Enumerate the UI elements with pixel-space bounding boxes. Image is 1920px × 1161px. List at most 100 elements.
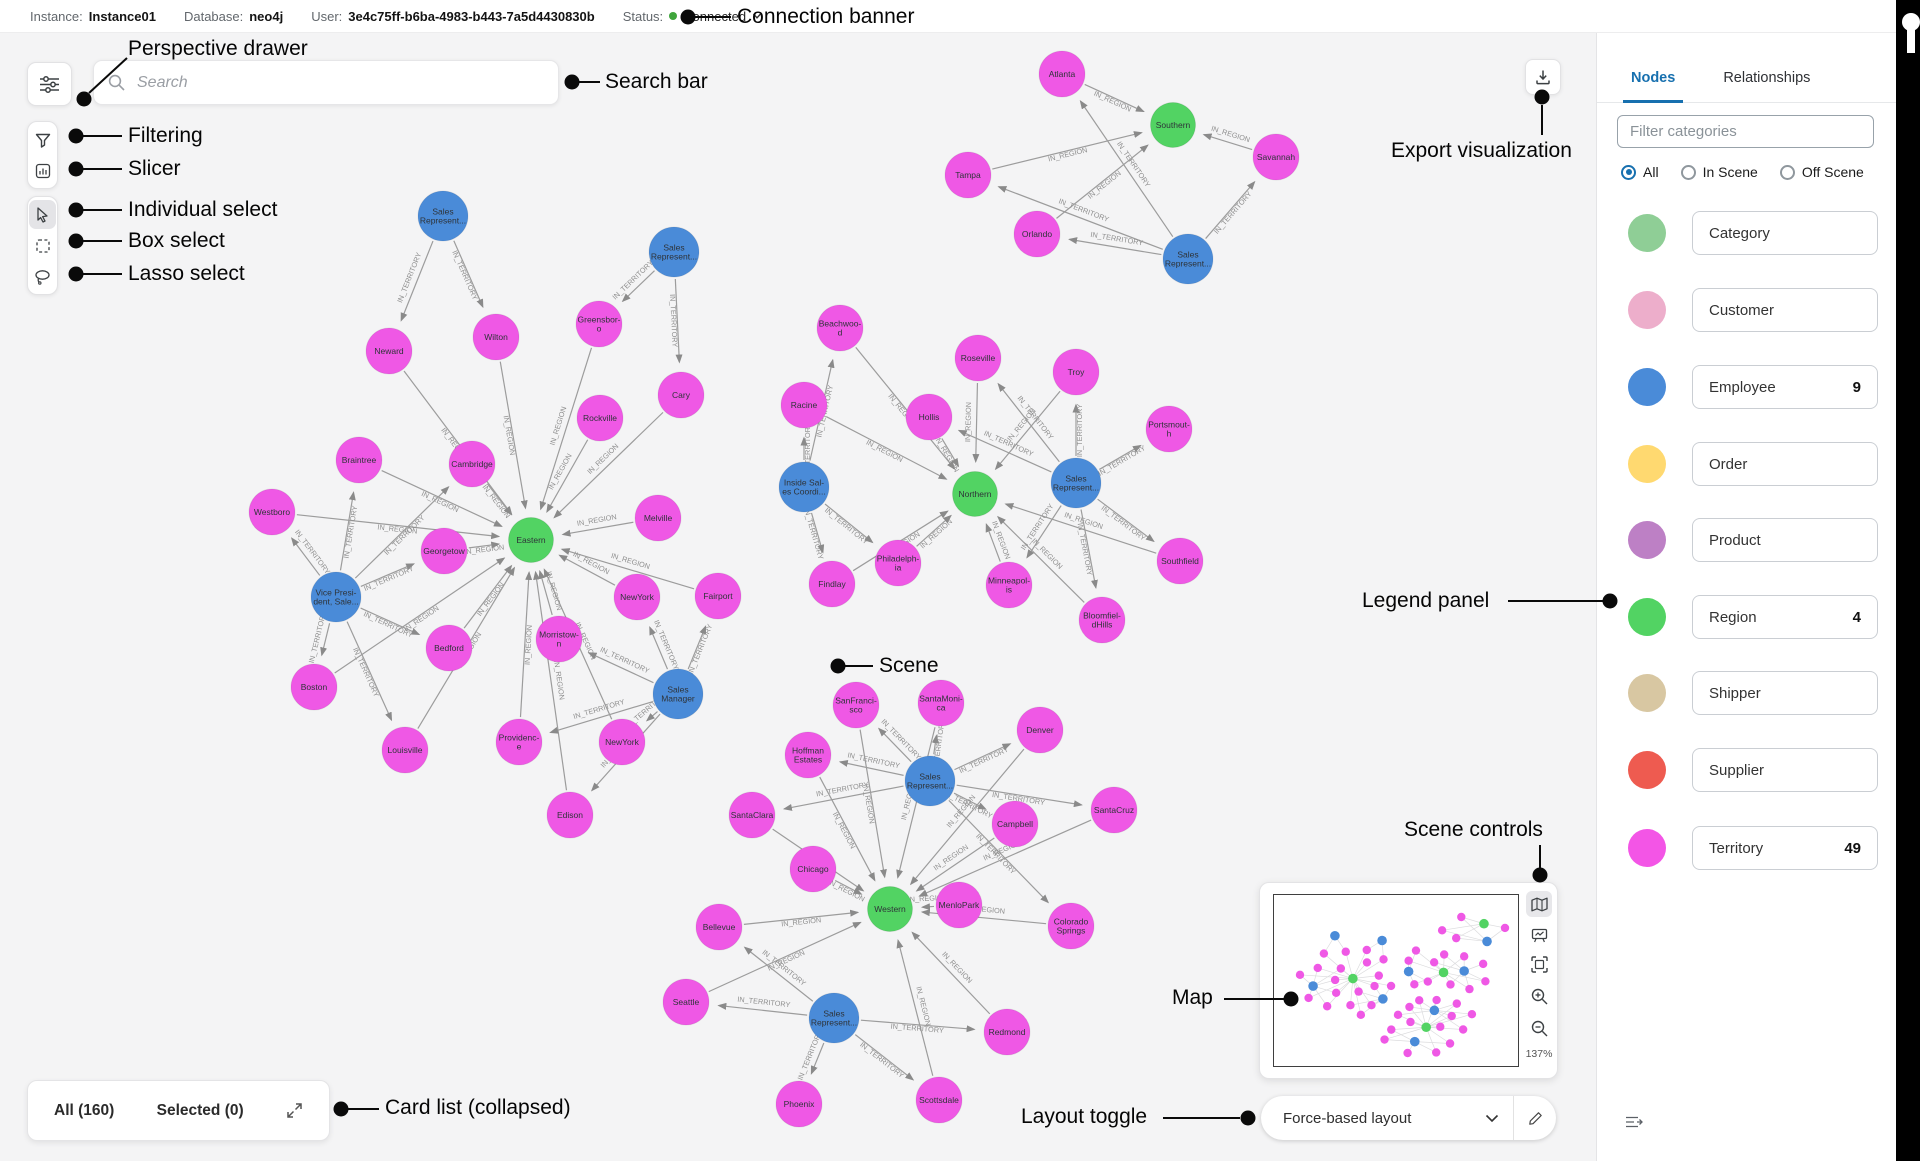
search-bar[interactable]	[93, 60, 559, 105]
filtering-button[interactable]	[29, 125, 56, 154]
graph-node-santaclara[interactable]: SantaClara	[728, 791, 776, 839]
presentation-mode-button[interactable]	[1526, 922, 1552, 948]
category-label-box[interactable]: Product	[1692, 518, 1878, 562]
slicer-button[interactable]	[29, 156, 56, 185]
graph-node-southern[interactable]: Southern	[1150, 102, 1196, 148]
category-color-swatch[interactable]	[1628, 521, 1666, 559]
zoom-out-button[interactable]	[1526, 1015, 1552, 1041]
category-color-swatch[interactable]	[1628, 291, 1666, 329]
edit-layout-button[interactable]	[1514, 1111, 1556, 1126]
graph-node-racine[interactable]: Racine	[780, 381, 828, 429]
category-color-swatch[interactable]	[1628, 674, 1666, 712]
graph-node-savannah[interactable]: Savannah	[1252, 133, 1300, 181]
category-label-box[interactable]: Supplier	[1692, 748, 1878, 792]
graph-node-westboro[interactable]: Westboro	[248, 488, 296, 536]
category-label-box[interactable]: Customer	[1692, 288, 1878, 332]
graph-node-philadelph-ia[interactable]: Philadelph-ia	[874, 539, 922, 587]
graph-node-newyork[interactable]: NewYork	[598, 718, 646, 766]
category-label-box[interactable]: Category	[1692, 211, 1878, 255]
graph-node-denver[interactable]: Denver	[1016, 706, 1064, 754]
legend-item-order[interactable]: Order	[1597, 442, 1896, 486]
graph-node-portsmout-h[interactable]: Portsmout-h	[1145, 405, 1193, 453]
filter-categories-input[interactable]	[1617, 115, 1874, 148]
category-color-swatch[interactable]	[1628, 368, 1666, 406]
graph-node-fairport[interactable]: Fairport	[694, 572, 742, 620]
status-info[interactable]: Status: Connected	[623, 9, 762, 24]
graph-node-cary[interactable]: Cary	[657, 371, 705, 419]
fit-to-screen-button[interactable]	[1526, 951, 1552, 977]
chevron-down-icon[interactable]	[1485, 1114, 1513, 1123]
chevron-down-icon[interactable]	[752, 11, 762, 21]
radio-all[interactable]: All	[1621, 164, 1659, 180]
category-color-swatch[interactable]	[1628, 598, 1666, 636]
graph-node-sanfranci-sco[interactable]: SanFranci-sco	[832, 681, 880, 729]
graph-node-western[interactable]: Western	[867, 886, 913, 932]
graph-node-eastern[interactable]: Eastern	[508, 517, 554, 563]
graph-node-melville[interactable]: Melville	[634, 494, 682, 542]
legend-item-customer[interactable]: Customer	[1597, 288, 1896, 332]
tab-nodes[interactable]: Nodes	[1622, 70, 1684, 103]
card-list-selected-tab[interactable]: Selected (0)	[156, 1101, 244, 1119]
graph-node-bedford[interactable]: Bedford	[425, 624, 473, 672]
graph-node-tampa[interactable]: Tampa	[944, 151, 992, 199]
category-label-box[interactable]: Shipper	[1692, 671, 1878, 715]
graph-node-bloomfiel-dhills[interactable]: Bloomfiel-dHills	[1078, 596, 1126, 644]
zoom-in-button[interactable]	[1526, 983, 1552, 1009]
radio-in-scene[interactable]: In Scene	[1680, 164, 1758, 180]
graph-node-neward[interactable]: Neward	[365, 327, 413, 375]
category-color-swatch[interactable]	[1628, 751, 1666, 789]
graph-node-wilton[interactable]: Wilton	[472, 313, 520, 361]
graph-node-roseville[interactable]: Roseville	[954, 334, 1002, 382]
card-list-all-tab[interactable]: All (160)	[54, 1101, 115, 1119]
graph-node-redmond[interactable]: Redmond	[983, 1008, 1031, 1056]
graph-node-louisville[interactable]: Louisville	[381, 726, 429, 774]
legend-item-supplier[interactable]: Supplier	[1597, 748, 1896, 792]
graph-node-rockville[interactable]: Rockville	[576, 394, 624, 442]
category-color-swatch[interactable]	[1628, 829, 1666, 867]
graph-node-scottsdale[interactable]: Scottsdale	[915, 1076, 963, 1124]
graph-node-southfield[interactable]: Southfield	[1156, 537, 1204, 585]
legend-item-product[interactable]: Product	[1597, 518, 1896, 562]
graph-node-minneapol-is[interactable]: Minneapol-is	[985, 561, 1033, 609]
graph-node-orlando[interactable]: Orlando	[1013, 210, 1061, 258]
graph-node-greensbor-o[interactable]: Greensbor-o	[575, 300, 623, 348]
graph-node-northern[interactable]: Northern	[952, 471, 998, 517]
graph-node-campbell[interactable]: Campbell	[991, 800, 1039, 848]
graph-node-providenc-e[interactable]: Providenc-e	[495, 718, 543, 766]
category-color-swatch[interactable]	[1628, 445, 1666, 483]
graph-node-bellevue[interactable]: Bellevue	[695, 903, 743, 951]
graph-node-seattle[interactable]: Seattle	[662, 978, 710, 1026]
export-visualization-button[interactable]	[1525, 59, 1561, 95]
minimap-toggle-button[interactable]	[1526, 891, 1552, 917]
graph-node-georgetow[interactable]: Georgetow	[420, 527, 468, 575]
graph-node-atlanta[interactable]: Atlanta	[1038, 50, 1086, 98]
graph-node-troy[interactable]: Troy	[1052, 348, 1100, 396]
graph-node-menlopark[interactable]: MenloPark	[935, 881, 983, 929]
category-color-swatch[interactable]	[1628, 214, 1666, 252]
minimap[interactable]	[1273, 894, 1519, 1067]
perspective-drawer-button[interactable]	[27, 62, 72, 106]
graph-node-boston[interactable]: Boston	[290, 663, 338, 711]
graph-node-vice-presi-dent-sale-[interactable]: Vice Presi-dent, Sale...	[310, 571, 362, 623]
graph-node-morristow-n[interactable]: Morristow-n	[535, 615, 583, 663]
panel-collapse-icon[interactable]	[1625, 1115, 1643, 1129]
legend-item-shipper[interactable]: Shipper	[1597, 671, 1896, 715]
search-input[interactable]	[135, 72, 544, 93]
graph-node-newyork[interactable]: NewYork	[613, 573, 661, 621]
lasso-select-button[interactable]	[29, 262, 56, 291]
legend-item-category[interactable]: Category	[1597, 211, 1896, 255]
